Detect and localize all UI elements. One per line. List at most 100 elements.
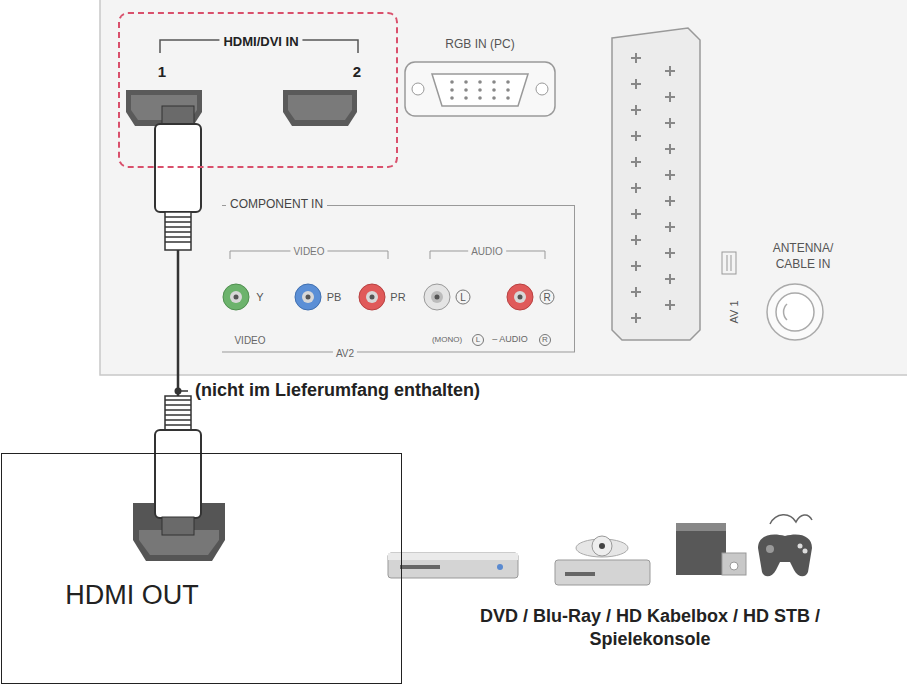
tv-panel — [100, 0, 907, 375]
port-label: ANTENNA/ CABLE IN — [757, 241, 849, 272]
rca-jack-part — [431, 291, 443, 303]
strain-relief-rib — [165, 414, 191, 416]
rca-jack — [295, 284, 321, 310]
group-label: L — [472, 334, 484, 346]
scart-pin — [631, 313, 641, 323]
vga-pin — [450, 96, 454, 100]
scart-pin — [631, 209, 641, 219]
coax-socket-part — [776, 293, 814, 331]
scart-pin — [665, 222, 675, 232]
group-label: VIDEO — [234, 335, 265, 346]
scart-pin — [631, 105, 641, 115]
scart-pin — [665, 170, 675, 180]
vga-pin — [492, 80, 496, 84]
rca-jack-part — [230, 291, 242, 303]
leader-line — [181, 390, 188, 392]
bluray-player-icon-part — [592, 536, 612, 556]
scart-pin — [665, 144, 675, 154]
strain-relief-rib — [165, 404, 191, 406]
av1-icon — [722, 252, 736, 274]
hdmi-port — [126, 90, 202, 126]
av1-icon-part — [727, 255, 731, 271]
vga-pin — [464, 88, 468, 92]
cable-note: (nicht im Lieferumfang enthalten) — [193, 381, 482, 401]
av1-icon-part — [722, 252, 736, 274]
dvd-player-icon — [388, 553, 518, 578]
scart-pin — [631, 183, 641, 193]
rca-jack-part — [514, 291, 526, 303]
vga-pin — [506, 80, 510, 84]
scart-pin — [631, 53, 641, 63]
rca-jack-part — [359, 284, 385, 310]
strain-relief-rib — [165, 221, 191, 223]
strain-relief-rib — [165, 216, 191, 218]
group-label: VIDEO — [290, 246, 327, 257]
vga-connector-part — [412, 83, 424, 95]
gamepad-icon — [758, 515, 812, 577]
scart-connector-part — [612, 28, 700, 340]
scart-pin — [631, 287, 641, 297]
hdmi-plug-part — [165, 217, 191, 242]
rca-jack-part — [223, 284, 249, 310]
cable-box-icon-part — [676, 523, 726, 575]
port-number: 2 — [353, 64, 361, 81]
hdmi-plug-part — [165, 400, 191, 425]
bluray-player-icon-part — [565, 572, 595, 576]
strain-relief-rib — [165, 236, 191, 238]
hdmi-port-part — [283, 90, 357, 126]
jack-label: PB — [327, 291, 342, 303]
group-label: – AUDIO — [492, 335, 528, 345]
vga-pin — [506, 88, 510, 92]
strain-relief-rib — [165, 419, 191, 421]
bluray-player-icon-part — [599, 543, 605, 549]
vga-pin — [478, 88, 482, 92]
rca-jack — [359, 284, 385, 310]
hdmi-plug-part — [165, 396, 191, 432]
coax-socket-part — [767, 284, 823, 340]
gamepad-icon-part — [766, 545, 774, 553]
hdmi-plug — [155, 396, 201, 535]
hdmi-plug-part — [165, 212, 191, 250]
hdmi-plug-part — [155, 430, 201, 518]
group-label: AV2 — [333, 348, 357, 359]
rca-jack-part — [234, 295, 239, 300]
gamepad-icon-part — [803, 549, 808, 554]
hdmi-plug-part — [162, 517, 194, 535]
rca-jack-part — [507, 284, 533, 310]
jack-label: L — [456, 290, 471, 305]
rca-jack-part — [424, 284, 450, 310]
scart-connector-part — [631, 53, 675, 323]
rca-jack-part — [302, 291, 314, 303]
cable-box-icon-part — [730, 562, 738, 570]
group-label: (MONO) — [432, 336, 462, 345]
scart-pin — [665, 248, 675, 258]
strain-relief-rib — [165, 226, 191, 228]
cable-dot — [175, 388, 182, 395]
scart-pin — [665, 300, 675, 310]
rca-jack-part — [295, 284, 321, 310]
strain-relief-rib — [165, 231, 191, 233]
vga-pin — [478, 96, 482, 100]
hdmi-plug — [155, 106, 201, 250]
port-number: 1 — [158, 64, 166, 81]
vga-pin — [464, 80, 468, 84]
jack-label: PR — [390, 291, 405, 303]
dvd-player-icon-part — [400, 565, 440, 569]
gamepad-icon-part — [758, 535, 812, 577]
hdmi-plug-part — [155, 124, 201, 212]
strain-relief-rib — [165, 399, 191, 401]
hdmi-port-part — [288, 95, 352, 120]
vga-connector-part — [432, 74, 528, 106]
vga-pin — [492, 96, 496, 100]
group-label: R — [539, 334, 551, 346]
device-list: DVD / Blu-Ray / HD Kabelbox / HD STB / S… — [468, 605, 833, 652]
hdmi-port-part — [126, 90, 202, 126]
port-label: RGB IN (PC) — [445, 38, 514, 51]
scart-pin — [665, 66, 675, 76]
port-label: AV 1 — [728, 300, 740, 323]
node-heading: COMPONENT IN — [226, 198, 327, 211]
scart-pin — [665, 118, 675, 128]
jack-label: Y — [256, 291, 263, 303]
dvd-player-icon-part — [497, 564, 503, 570]
scart-connector — [612, 28, 700, 340]
